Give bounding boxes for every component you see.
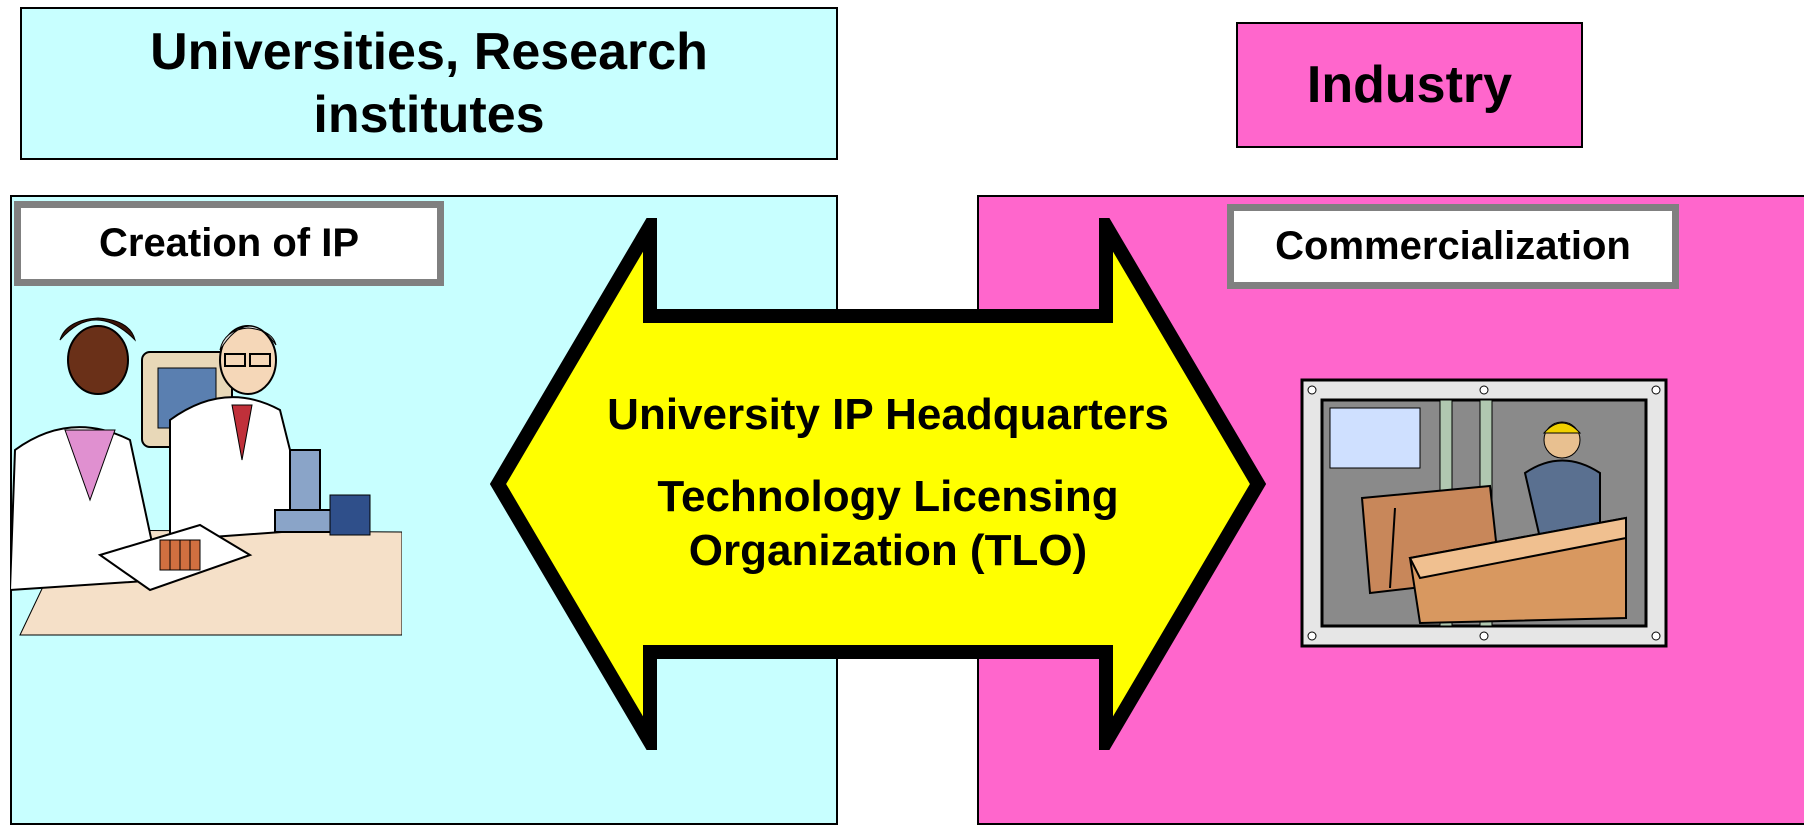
- right-title: Industry: [1236, 22, 1583, 148]
- warehouse-worker-illustration: [1300, 378, 1668, 648]
- left-title: Universities, Research institutes: [20, 7, 838, 160]
- university-ip-headquarters-text: University IP Headquarters: [607, 390, 1169, 439]
- double-headed-arrow: [490, 218, 1266, 750]
- tlo-text: Technology Licensing Organization (TLO): [657, 472, 1119, 575]
- scientists-lab-illustration: [10, 317, 402, 636]
- commercialization-label: Commercialization: [1227, 204, 1679, 289]
- creation-of-ip-label: Creation of IP: [14, 201, 444, 286]
